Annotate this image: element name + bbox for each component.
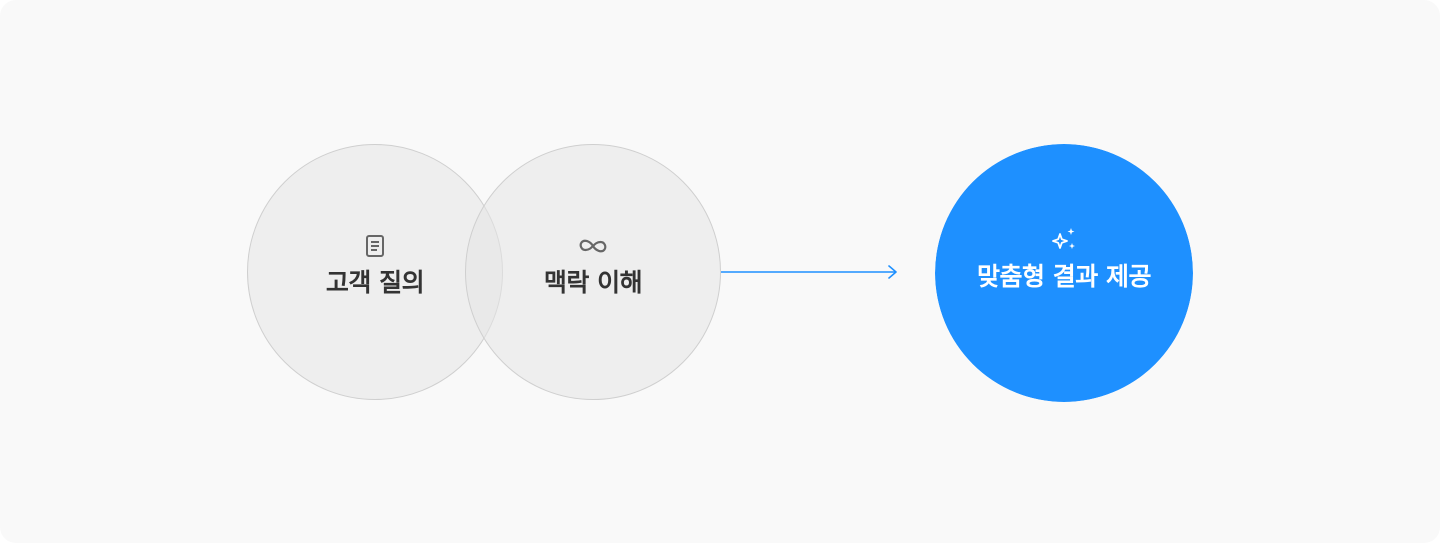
context-understanding-circle <box>465 144 721 400</box>
flow-arrow-head <box>888 265 897 279</box>
flow-arrow <box>721 265 897 279</box>
infinity-icon <box>579 239 607 253</box>
customer-query-circle <box>247 144 503 400</box>
custom-result-circle <box>935 144 1193 402</box>
document-icon <box>366 235 384 257</box>
customer-query-label: 고객 질의 <box>325 268 425 297</box>
custom-result-label: 맞춤형 결과 제공 <box>977 262 1151 291</box>
context-understanding-node: 맥락 이해 <box>493 233 693 299</box>
customer-query-node: 고객 질의 <box>275 233 475 299</box>
sparkle-icon <box>1052 228 1075 249</box>
custom-result-node: 맞춤형 결과 제공 <box>964 225 1164 293</box>
context-understanding-label: 맥락 이해 <box>543 268 643 297</box>
custom-result-circle-shape <box>935 144 1193 402</box>
